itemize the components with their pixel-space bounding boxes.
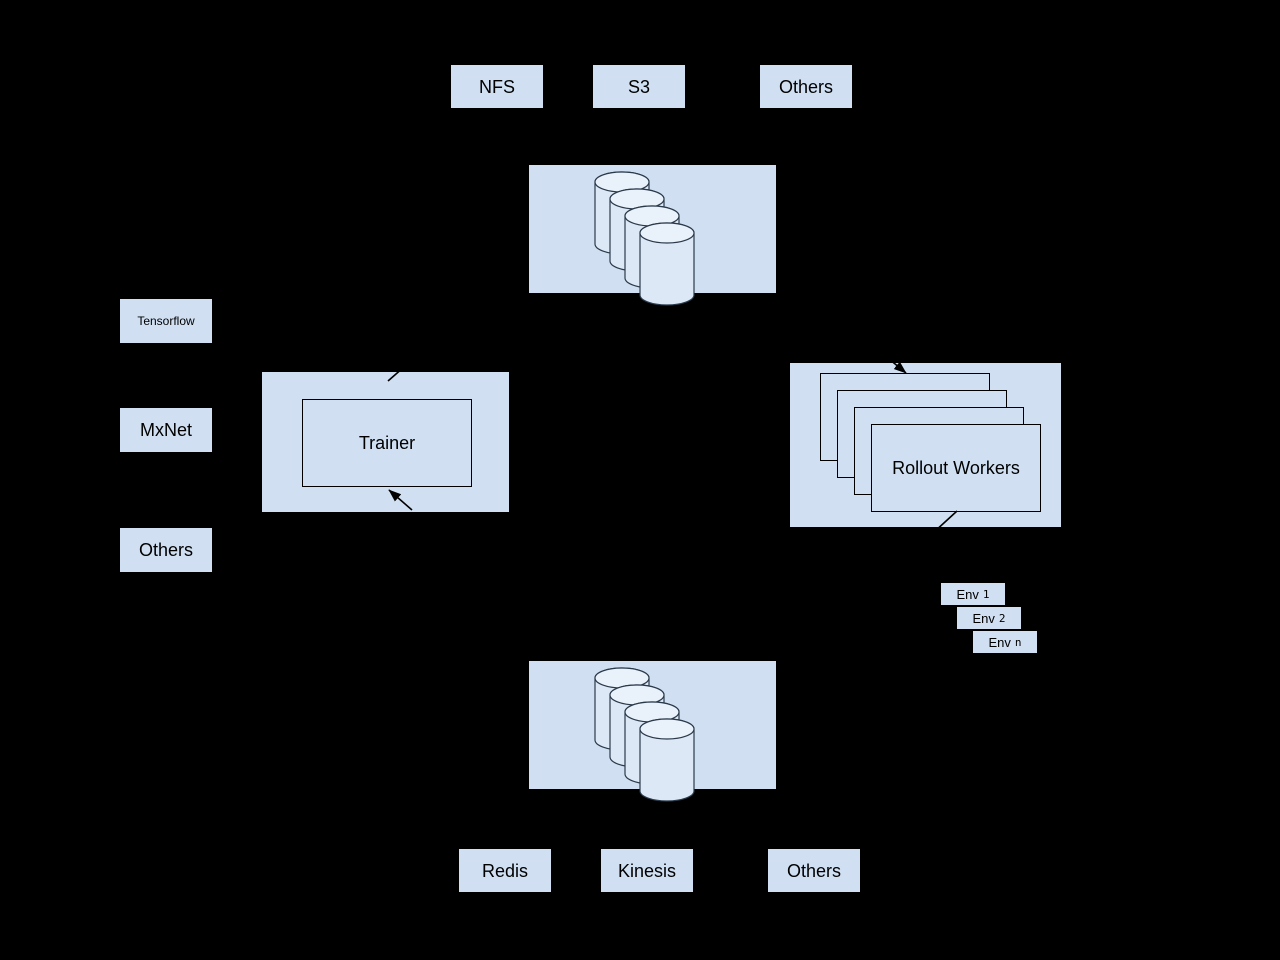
framework-tensorflow[interactable]: Tensorflow (120, 299, 212, 343)
data-backend-kinesis[interactable]: Kinesis (601, 849, 693, 892)
storage-backend-others-label: Others (778, 76, 834, 97)
env-instance-1-word: Env (956, 586, 979, 602)
rollout-worker-card-front[interactable]: Rollout Workers (871, 424, 1041, 512)
storage-backend-s3[interactable]: S3 (593, 65, 685, 108)
data-backend-redis-label: Redis (481, 860, 529, 881)
data-backend-kinesis-label: Kinesis (617, 860, 677, 881)
storage-backend-others[interactable]: Others (760, 65, 852, 108)
env-instance-1-index: 1 (982, 587, 990, 601)
env-instance-2-index: 2 (998, 611, 1006, 625)
storage-backend-nfs-label: NFS (479, 76, 515, 97)
framework-others[interactable]: Others (120, 528, 212, 572)
database-cylinder-icon (639, 718, 695, 802)
storage-backend-nfs[interactable]: NFS (451, 65, 543, 108)
framework-mxnet-label: MxNet (139, 420, 192, 440)
trainer-label: Trainer (358, 432, 416, 453)
trainer-box[interactable]: Trainer (302, 399, 472, 487)
database-cylinder-icon (639, 222, 695, 306)
data-backend-others[interactable]: Others (768, 849, 860, 892)
checkpoint-cylinder-stack (594, 171, 695, 306)
replay-buffer-cylinder-stack (594, 667, 695, 802)
env-instance-2-word: Env (972, 610, 995, 626)
env-instance-2[interactable]: Env 2 (957, 607, 1021, 629)
env-instance-n[interactable]: Env n (973, 631, 1037, 653)
env-instance-n-index: n (1014, 635, 1022, 649)
data-backend-redis[interactable]: Redis (459, 849, 551, 892)
env-instance-n-word: Env (988, 634, 1011, 650)
data-backend-others-label: Others (786, 860, 842, 881)
rollout-workers-label: Rollout Workers (892, 457, 1020, 478)
replay-buffer-panel[interactable] (529, 661, 776, 802)
env-instance-1[interactable]: Env 1 (941, 583, 1005, 605)
framework-others-label: Others (138, 540, 194, 560)
framework-tensorflow-label: Tensorflow (137, 314, 195, 328)
checkpoint-store-panel[interactable] (529, 165, 776, 306)
storage-backend-s3-label: S3 (627, 76, 651, 97)
framework-mxnet[interactable]: MxNet (120, 408, 212, 452)
